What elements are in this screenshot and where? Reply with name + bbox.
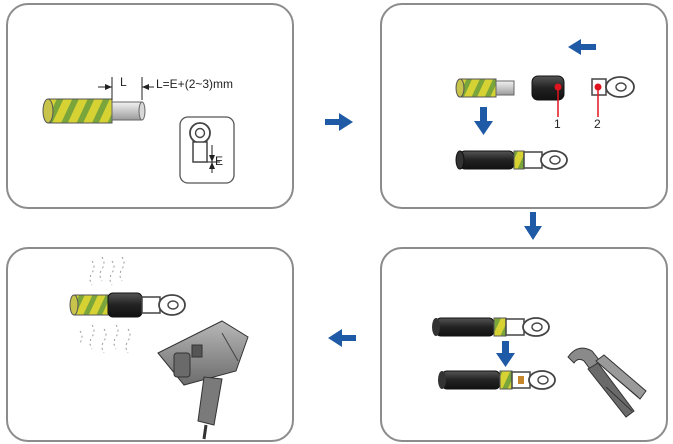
step3-crimp-panel: [380, 247, 668, 442]
callout-2-label: 2: [594, 117, 601, 131]
cable: [455, 78, 515, 98]
stripped-conductor: [111, 101, 146, 121]
step4-illustration: [69, 256, 249, 440]
step1-strip-panel: L L=E+(2~3)mm E: [6, 3, 294, 209]
step2-illustration: [455, 75, 635, 170]
cable: [42, 98, 113, 124]
down-arrow: [496, 341, 515, 367]
crimping-tool: [567, 347, 647, 418]
cable: [69, 292, 186, 318]
step4-heat-shrink-panel: [6, 247, 294, 442]
down-arrow: [474, 107, 493, 135]
cable: [455, 150, 568, 170]
heat-waves: [79, 256, 131, 354]
callout-lines: [554, 83, 602, 117]
heat-gun: [157, 320, 249, 440]
terminal-inset: [179, 116, 235, 184]
step2-direction-arrows: [474, 39, 596, 135]
cable: [438, 370, 556, 390]
step1-illustration: [42, 77, 235, 184]
step2-assemble-panel: 1 2: [380, 3, 668, 209]
slide-left-arrow: [568, 39, 596, 55]
step3-illustration: [432, 317, 647, 418]
strip-length-formula: L=E+(2~3)mm: [156, 77, 234, 91]
strip-length-label: L: [120, 75, 127, 89]
ring-terminal: [591, 76, 635, 98]
cable: [432, 317, 550, 337]
arrow-step3-to-step4: [328, 329, 356, 347]
heat-shrink-tube: [531, 75, 565, 101]
terminal-depth-label: E: [215, 154, 224, 168]
strip-length-dimension: [98, 77, 154, 100]
callout-1-label: 1: [554, 117, 561, 131]
arrow-step2-to-step3: [524, 212, 542, 240]
arrow-step1-to-step2: [325, 113, 353, 131]
